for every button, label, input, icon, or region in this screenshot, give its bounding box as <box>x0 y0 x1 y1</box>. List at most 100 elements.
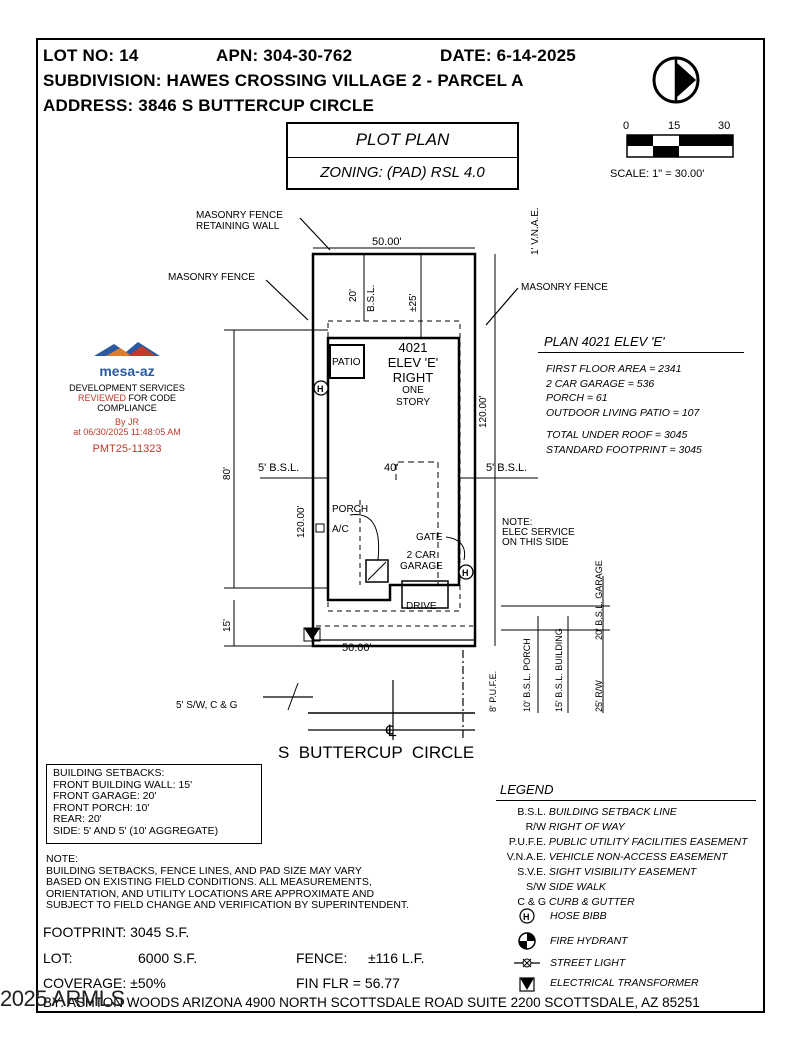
patio-area: OUTDOOR LIVING PATIO = 107 <box>546 406 700 419</box>
lot-depth-left: 120.00' <box>296 505 307 539</box>
setback-front-wall: FRONT BUILDING WALL: 15' <box>53 778 193 791</box>
setback-line <box>327 320 461 612</box>
dim-80: 80' <box>222 466 233 480</box>
lot-number: LOT NO: 14 <box>43 46 139 65</box>
footprint-stat: FOOTPRINT: 3045 S.F. <box>43 924 190 940</box>
garage-area: 2 CAR GARAGE = 536 <box>546 377 655 390</box>
setbacks-title: BUILDING SETBACKS: <box>53 767 165 779</box>
hose-bibb-label-1: H <box>317 384 324 394</box>
dim-15: 15' <box>222 618 233 632</box>
hose-bibb-label-2: H <box>462 568 469 578</box>
setback-rear: REAR: 20' <box>53 813 102 825</box>
electrical-transformer-icon <box>304 628 320 640</box>
plan-info-details: FIRST FLOOR AREA = 2341 2 CAR GARAGE = 5… <box>546 362 702 457</box>
stamp-by: By JR <box>114 417 139 427</box>
legend-hose-bibb: HOSE BIBB <box>550 910 607 922</box>
patio-outline <box>329 344 365 379</box>
lot-depth-right: 120.00' <box>478 395 489 429</box>
plan-info-title: PLAN 4021 ELEV 'E' <box>544 334 665 349</box>
legend-item: P.U.F.E. PUBLIC UTILITY FACILITIES EASEM… <box>508 836 748 848</box>
stamp-for-code: FOR CODE <box>128 393 177 403</box>
legend-street-light: STREET LIGHT <box>550 957 626 969</box>
side-bsl-left: 5' B.S.L. <box>258 462 300 474</box>
plot-plan-title: PLOT PLAN <box>355 130 450 149</box>
north-arrow-icon <box>652 56 700 104</box>
first-floor-area: FIRST FLOOR AREA = 2341 <box>546 363 682 375</box>
bottom-width-dim: 50.00' <box>342 642 372 654</box>
vnae-label: 1' V.N.A.E. <box>530 207 541 255</box>
lot-label: LOT: <box>43 950 73 966</box>
legend-fire-hydrant: FIRE HYDRANT <box>550 935 628 947</box>
garage-bsl-dim: 20' B.S.L. GARAGE <box>594 560 604 640</box>
date: DATE: 6-14-2025 <box>440 46 576 65</box>
subdivision: SUBDIVISION: HAWES CROSSING VILLAGE 2 - … <box>43 71 524 90</box>
general-note: NOTE: BUILDING SETBACKS, FENCE LINES, AN… <box>46 853 410 911</box>
scale-label: SCALE: 1" = 30.00' <box>610 168 705 180</box>
fire-hydrant-icon <box>518 932 536 950</box>
street-light-icon <box>514 958 540 968</box>
house-width-dim: 40' <box>384 462 399 474</box>
legend-symbols: H <box>514 908 540 992</box>
review-stamp: mesa-az DEVELOPMENT SERVICES REVIEWED FO… <box>52 340 202 455</box>
scale-bar <box>626 134 734 158</box>
coverage-stat: COVERAGE: ±50% <box>43 975 166 991</box>
lot-value: 6000 S.F. <box>138 950 198 966</box>
fence-value: ±116 L.F. <box>368 950 425 966</box>
porch-area: PORCH = 61 <box>546 392 608 404</box>
total-under-roof: TOTAL UNDER ROOF = 3045 <box>546 429 688 441</box>
top-width-dim: 50.00' <box>372 236 402 248</box>
zoning-label: ZONING: (PAD) RSL 4.0 <box>320 164 485 181</box>
setback-front-garage: FRONT GARAGE: 20' <box>53 790 157 802</box>
rear-bsl-label: B.S.L. <box>366 284 377 312</box>
rear-bsl-dim: 20' <box>348 288 359 302</box>
porch-bsl-dim: 10' B.S.L. PORCH <box>522 638 532 712</box>
masonry-fence-retaining-label: MASONRY FENCE RETAINING WALL <box>196 210 283 232</box>
standard-footprint: STANDARD FOOTPRINT = 3045 <box>546 443 702 456</box>
apn: APN: 304-30-762 <box>216 46 353 65</box>
masonry-fence-left-label: MASONRY FENCE <box>168 272 255 283</box>
elec-service-note: NOTE: ELEC SERVICE ON THIS SIDE <box>502 517 575 548</box>
pufe-dim: 8' P.U.F.E. <box>488 670 498 712</box>
electrical-transformer-icon <box>519 977 535 992</box>
rw-dim: 25' R/W <box>594 680 604 712</box>
building-bsl-dim: 15' B.S.L. BUILDING <box>554 628 564 712</box>
plot-plan-sheet: LOT NO: 14 APN: 304-30-762 DATE: 6-14-20… <box>36 38 765 1013</box>
stamp-reviewed: REVIEWED <box>77 393 126 403</box>
legend-item: C & G CURB & GUTTER <box>517 896 635 908</box>
stamp-development-services: DEVELOPMENT SERVICES <box>69 383 185 393</box>
stamp-compliance: COMPLIANCE <box>97 403 157 413</box>
title-block: PLOT PLAN ZONING: (PAD) RSL 4.0 <box>286 122 519 190</box>
side-bsl-right: 5' B.S.L. <box>486 462 528 474</box>
svg-text:H: H <box>523 912 530 922</box>
site-plan-drawing: H H ℄ <box>224 217 610 740</box>
porch-label: PORCH <box>332 504 369 515</box>
patio-label: PATIO <box>332 357 361 368</box>
legend-item: R/W RIGHT OF WAY <box>525 821 625 833</box>
setback-side: SIDE: 5' AND 5' (10' AGGREGATE) <box>53 824 219 837</box>
legend-item: V.N.A.E. VEHICLE NON-ACCESS EASEMENT <box>506 851 728 863</box>
builder-address: BY: ASHTON WOODS ARIZONA 4900 NORTH SCOT… <box>43 995 700 1010</box>
hose-bibb-icon <box>313 380 474 580</box>
mesa-logo-icon <box>94 342 160 356</box>
garage-line <box>395 461 439 585</box>
scale-tick-0: 0 <box>623 120 630 132</box>
scale-tick-30: 30 <box>718 120 731 132</box>
legend-item: S.V.E. SIGHT VISIBILITY EASEMENT <box>517 866 697 878</box>
scale-tick-15: 15 <box>668 120 681 132</box>
ac-unit-icon <box>315 523 325 533</box>
centerline-icon: ℄ <box>385 723 397 740</box>
sidewalk-label: 5' S/W, C & G <box>176 700 238 711</box>
finished-floor: FIN FLR = 56.77 <box>296 975 400 991</box>
street-name: S BUTTERCUP CIRCLE <box>278 743 475 762</box>
masonry-fence-right-label: MASONRY FENCE <box>521 282 608 293</box>
hose-bibb-icon: H <box>519 908 535 924</box>
armls-watermark: 2025 ARMLS <box>0 986 125 1011</box>
lot-boundary <box>311 252 477 648</box>
legend-title: LEGEND <box>500 782 554 797</box>
house-label: 4021 ELEV 'E' RIGHT ONE STORY <box>387 340 439 408</box>
legend-item: S/W SIDE WALK <box>526 881 606 893</box>
gate-label: GATE <box>416 532 443 543</box>
house-footprint <box>326 336 461 602</box>
legend-item: B.S.L. BUILDING SETBACK LINE <box>517 806 677 818</box>
drive-label: DRIVE <box>406 601 437 612</box>
